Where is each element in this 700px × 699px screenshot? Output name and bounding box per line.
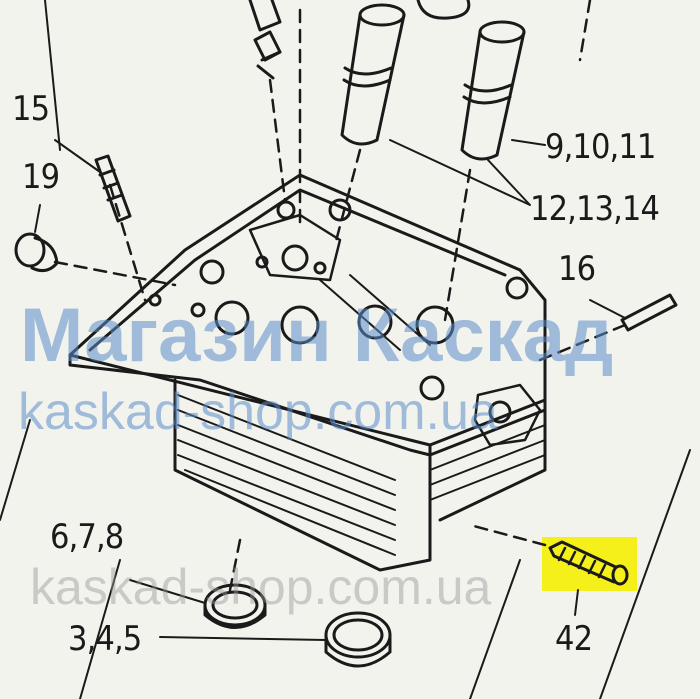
ring-3-4-5 bbox=[324, 611, 392, 668]
label-6-7-8: 6,7,8 bbox=[50, 517, 124, 557]
ring-6-7-8 bbox=[203, 583, 267, 629]
stud-15 bbox=[54, 139, 132, 223]
cylinder-head bbox=[68, 173, 547, 572]
assembly-lines bbox=[53, 0, 627, 592]
label-19: 19 bbox=[22, 157, 60, 197]
frame-lines bbox=[0, 0, 121, 699]
leader-lines-valve-guides bbox=[389, 139, 546, 206]
leader-line-6-7-8 bbox=[129, 579, 206, 604]
valve-guide-left bbox=[340, 3, 406, 146]
label-9-10-11: 9,10,11 bbox=[545, 127, 656, 167]
bolt-top bbox=[248, 0, 282, 80]
label-15: 15 bbox=[12, 89, 50, 129]
label-16: 16 bbox=[558, 249, 596, 289]
frame-lines-right bbox=[469, 449, 691, 699]
watermark-shop-name: Магазин Каскад bbox=[20, 293, 614, 378]
label-3-4-5: 3,4,5 bbox=[68, 619, 142, 659]
washer-top bbox=[416, 0, 471, 20]
watermark-domain-bottom: kaskad-shop.com.ua bbox=[30, 559, 492, 615]
leader-line-42 bbox=[574, 589, 579, 616]
label-12-13-14: 12,13,14 bbox=[530, 189, 660, 229]
leader-line-3-4-5 bbox=[159, 636, 327, 641]
pin-16 bbox=[589, 293, 678, 332]
label-42: 42 bbox=[555, 619, 593, 659]
plug-19 bbox=[14, 204, 59, 273]
part-42-plug bbox=[548, 540, 629, 586]
valve-guide-right bbox=[460, 20, 526, 161]
watermark-domain: kaskad-shop.com.ua bbox=[18, 383, 498, 441]
